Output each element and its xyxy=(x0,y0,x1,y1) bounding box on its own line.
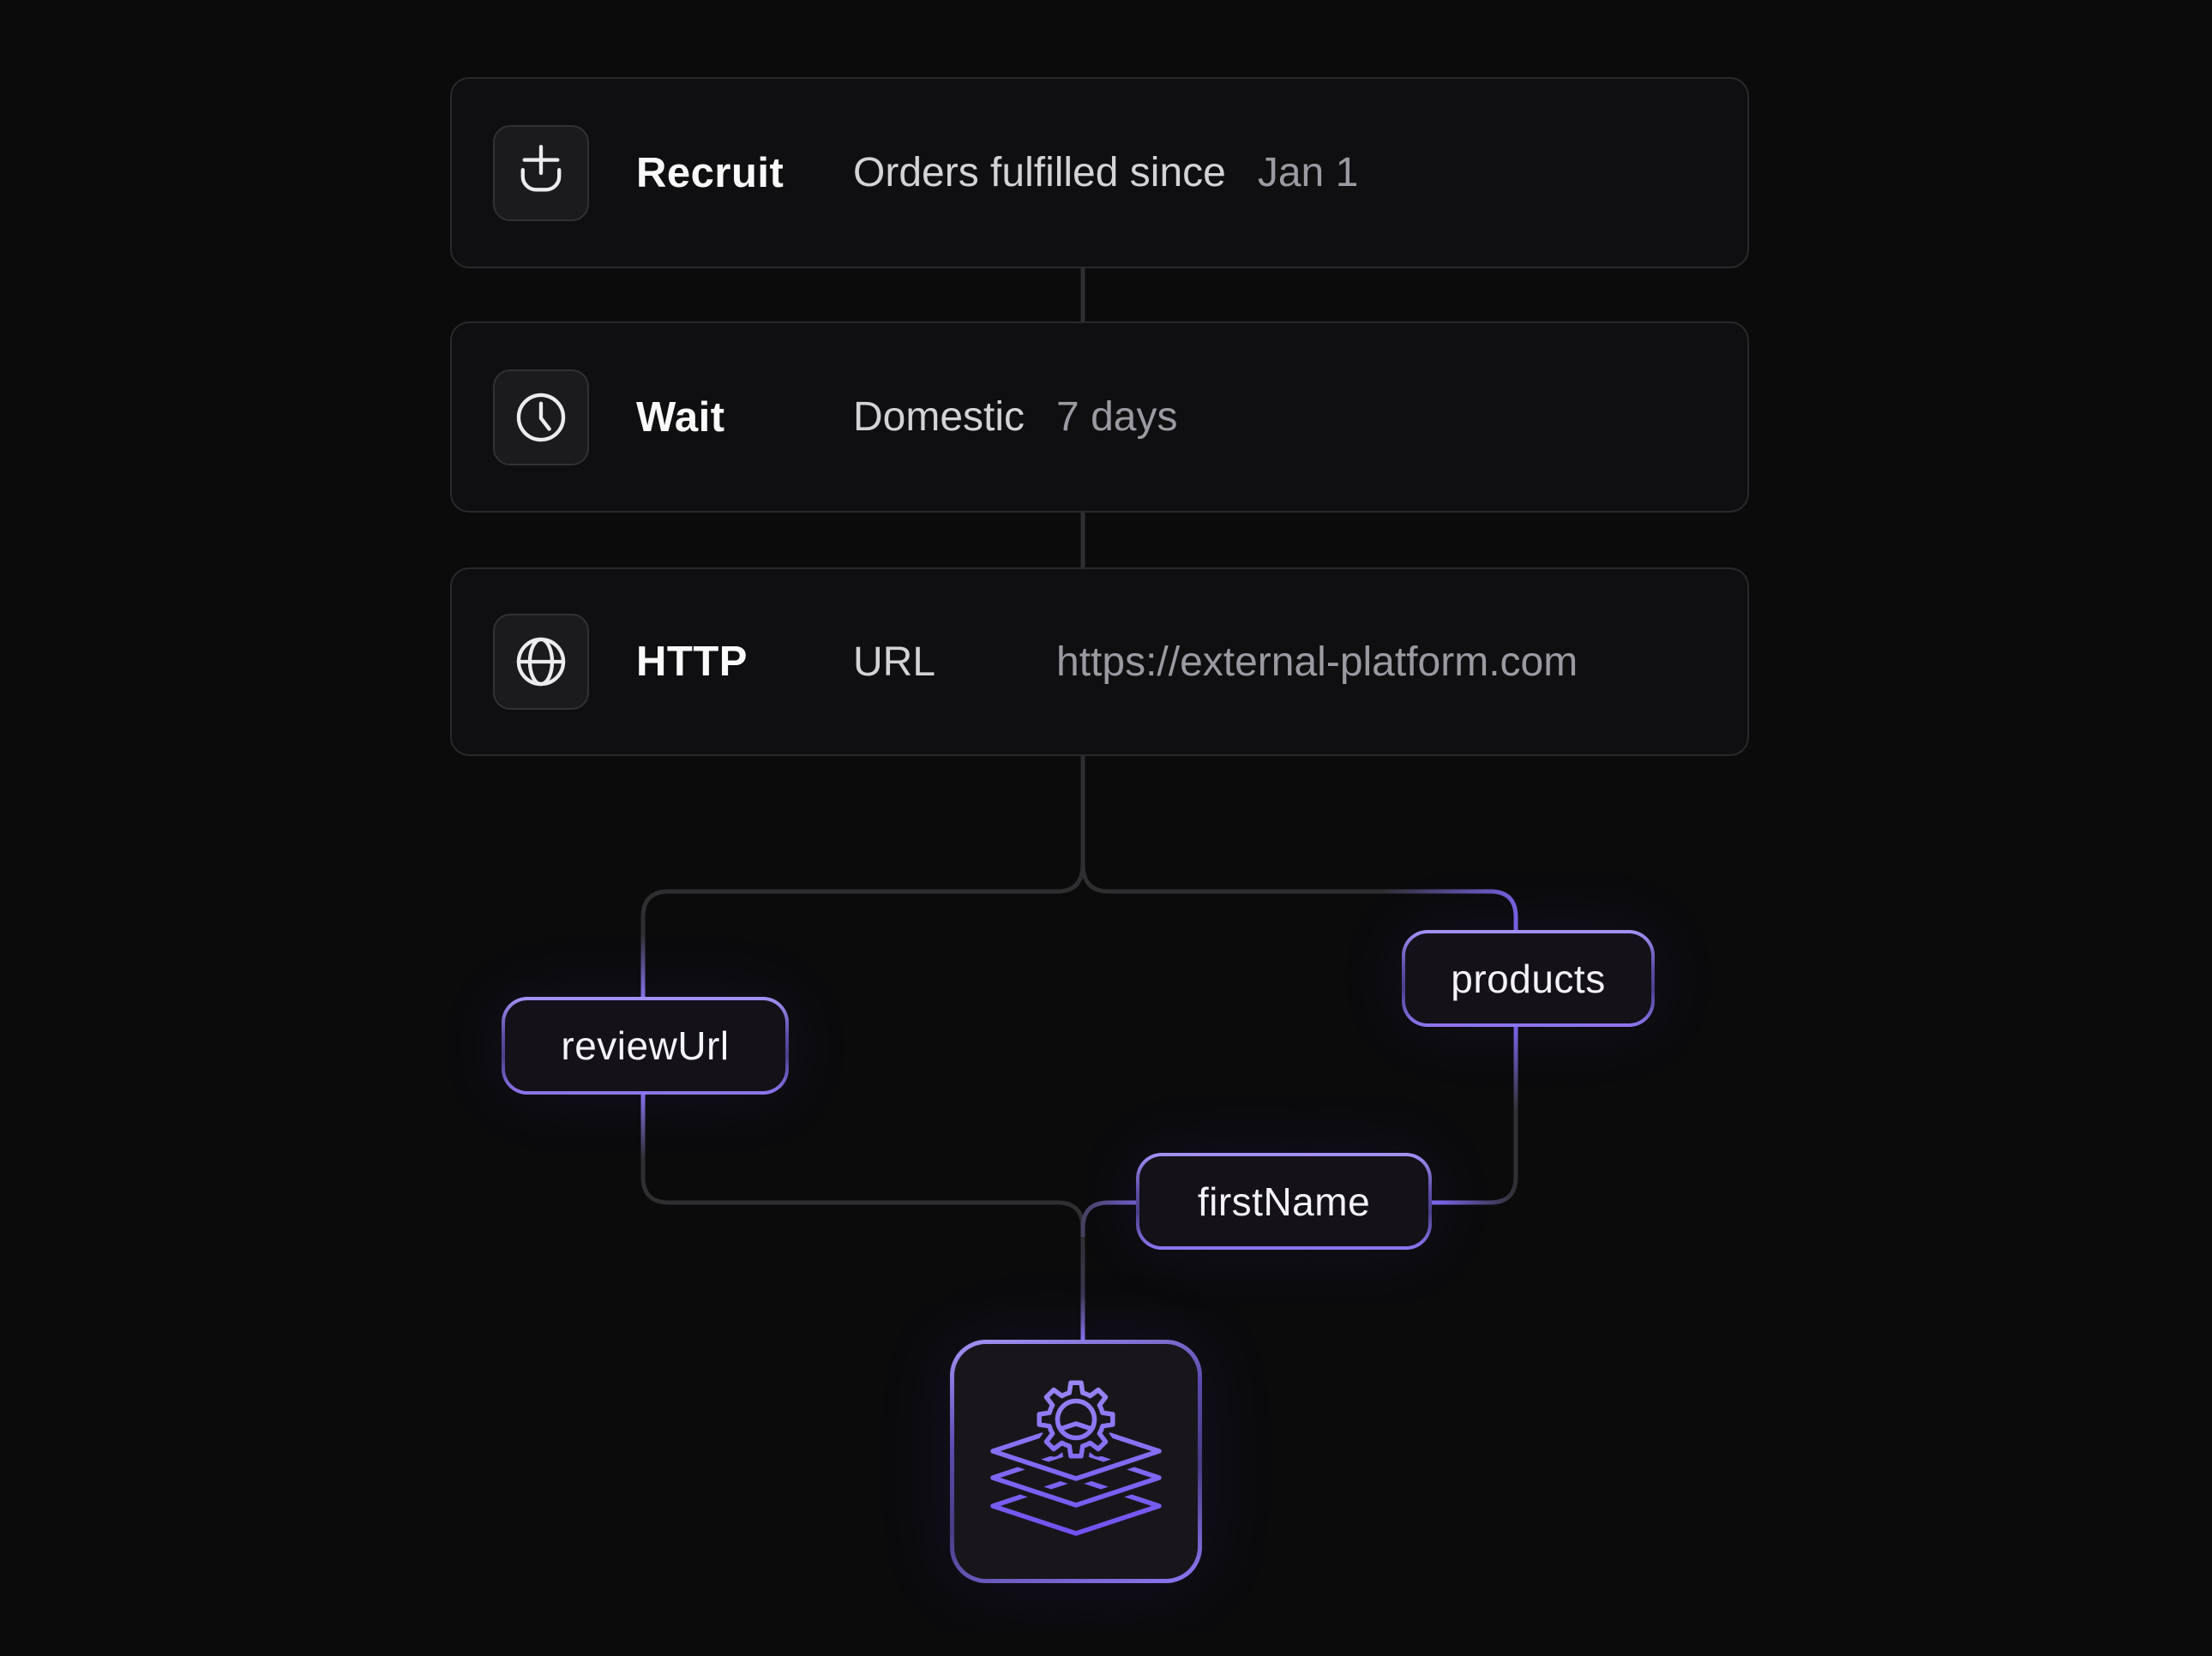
workflow-step-recruit[interactable]: Recruit Orders fulfilled since Jan 1 xyxy=(450,77,1749,268)
workflow-step-http[interactable]: HTTP URL https://external-platform.com xyxy=(450,567,1749,756)
output-node-body xyxy=(954,1344,1198,1579)
workflow-step-wait[interactable]: Wait Domestic 7 days xyxy=(450,321,1749,513)
variable-label: reviewUrl xyxy=(561,1023,730,1068)
wire-into-products xyxy=(1382,889,1518,930)
wire-merge-left xyxy=(640,1159,1085,1237)
variable-chip-firstName[interactable]: firstName xyxy=(1136,1153,1432,1250)
tray-plus-icon xyxy=(493,124,589,221)
variable-chip-products[interactable]: products xyxy=(1402,930,1655,1027)
step-label: Recruit xyxy=(636,149,784,196)
variable-label: products xyxy=(1451,956,1606,1001)
gear-layers-icon xyxy=(985,1375,1167,1536)
variable-label: firstName xyxy=(1197,1179,1371,1224)
step-value[interactable]: Jan 1 xyxy=(1257,150,1359,195)
variable-chip-body: reviewUrl xyxy=(505,1000,785,1091)
step-label: HTTP xyxy=(636,639,748,685)
step-field: Orders fulfilled since xyxy=(853,150,1226,195)
variable-chip-body: products xyxy=(1405,933,1651,1023)
step-label: Wait xyxy=(636,393,725,441)
wire-split-left xyxy=(640,863,1085,936)
globe-icon xyxy=(493,614,589,710)
step-field: Domestic xyxy=(853,394,1025,440)
output-node[interactable] xyxy=(950,1340,1202,1583)
variable-chip-reviewUrl[interactable]: reviewUrl xyxy=(502,997,789,1095)
clock-icon xyxy=(493,369,589,465)
step-value[interactable]: 7 days xyxy=(1056,394,1178,440)
variable-chip-body: firstName xyxy=(1139,1156,1428,1246)
step-field: URL xyxy=(853,639,936,685)
wire-split-right xyxy=(1080,863,1382,894)
step-value[interactable]: https://external-platform.com xyxy=(1056,639,1578,685)
